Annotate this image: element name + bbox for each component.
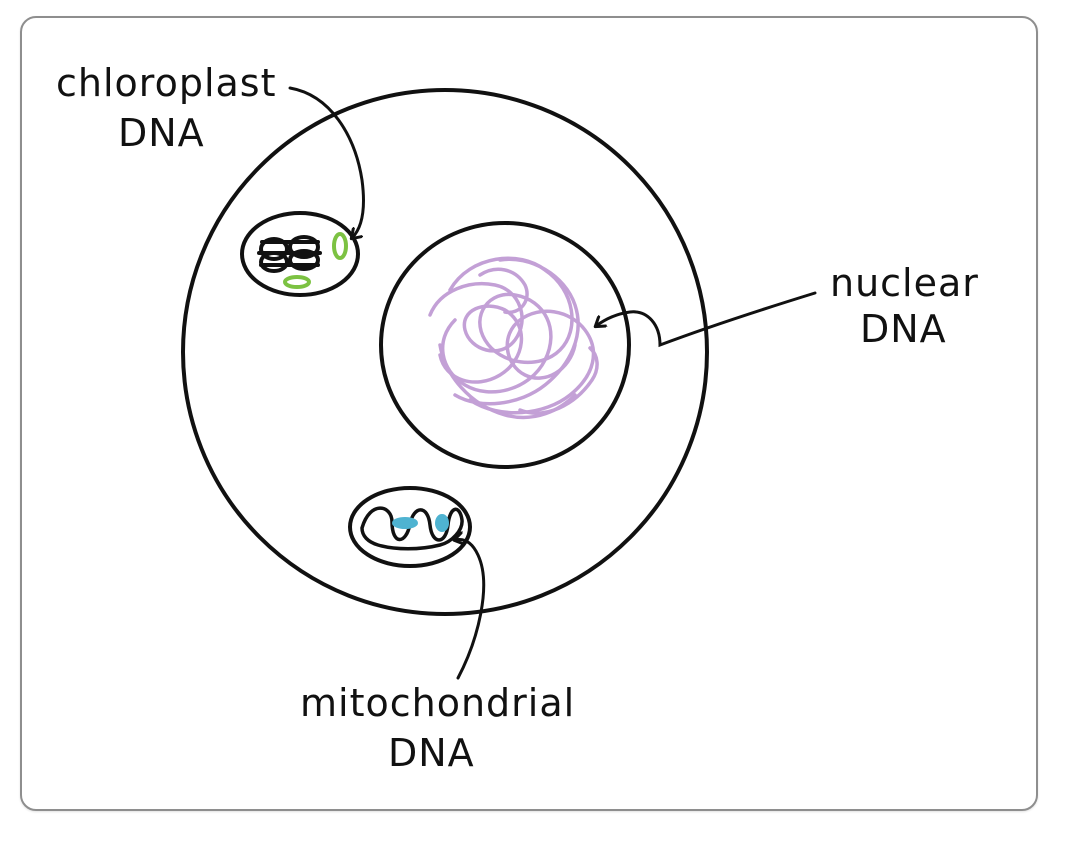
chloroplast-label-line1: chloroplast: [56, 61, 276, 105]
nucleus: [379, 221, 631, 469]
mitochondrion-outer-membrane: [348, 486, 472, 568]
mitochondrial-arrow: [455, 540, 486, 680]
nuclear-arrow: [596, 291, 817, 348]
chloroplast-arrow: [288, 86, 366, 238]
mitochondrion: [348, 486, 472, 568]
mitochondrial-label-line1: mitochondrial: [300, 681, 575, 725]
thylakoid-stacks: [257, 235, 322, 273]
nuclear-label-line2: DNA: [860, 307, 947, 351]
nuclear-dna: [428, 256, 599, 420]
chloroplast-dna-2: [283, 275, 311, 289]
chloroplast: [240, 211, 360, 297]
mitochondrial-dna-1: [392, 517, 418, 529]
mitochondrial-dna-2: [435, 514, 449, 532]
chloroplast-label-line2: DNA: [118, 111, 205, 155]
nuclear-label-line1: nuclear: [830, 261, 979, 305]
chloroplast-membrane: [240, 211, 360, 297]
chloroplast-dna-1: [332, 232, 348, 260]
mitochondrial-label-line2: DNA: [388, 731, 475, 775]
cell-membrane: [181, 88, 709, 616]
